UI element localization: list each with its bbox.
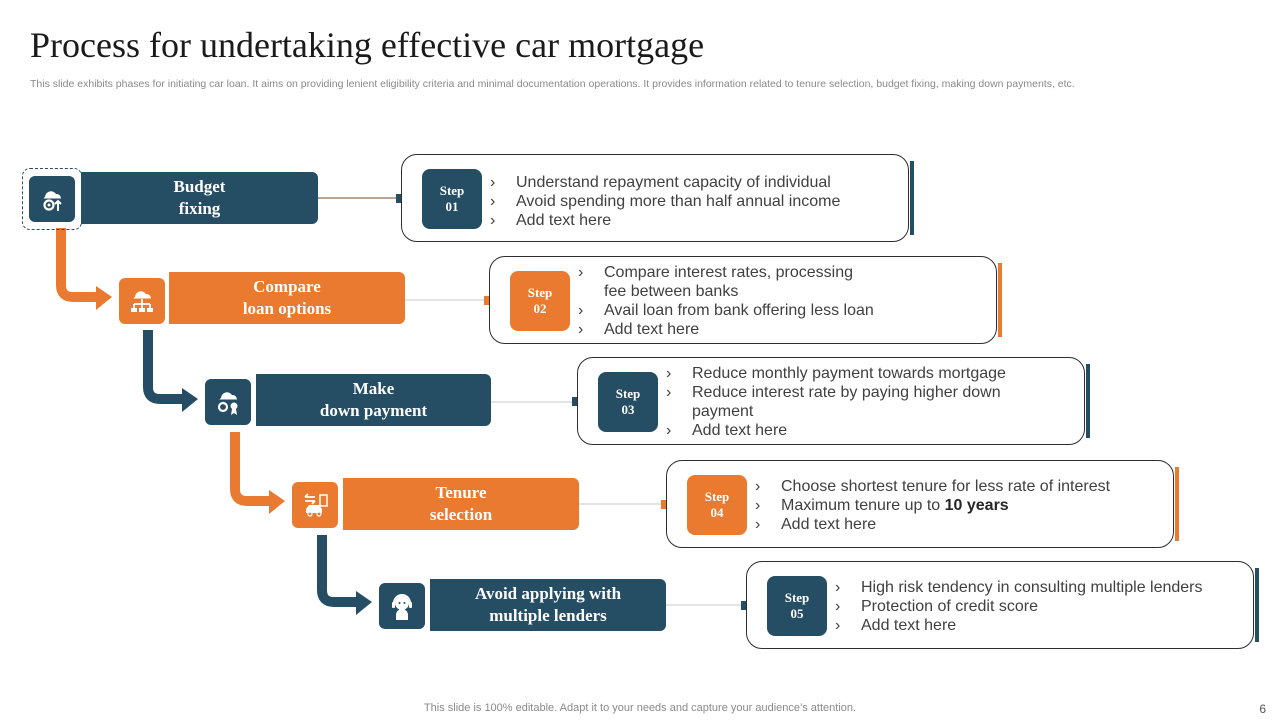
connector-dot [396,194,405,203]
list-item: Add text here [666,421,1026,440]
step4-icon-box [292,482,338,528]
arrow-step3-to-step4 [230,432,271,506]
slide-title: Process for undertaking effective car mo… [30,25,705,65]
connector-dot [572,397,581,406]
step3-icon-box [205,379,251,425]
list-item: Avail loan from bank offering less loan [578,301,878,320]
step3-bullet-list: Reduce monthly payment towards mortgage … [666,364,1026,440]
step2-bullet-list: Compare interest rates, processing fee b… [578,263,878,339]
arrow-step1-to-step2 [56,228,98,302]
step4-bullet-list: Choose shortest tenure for less rate of … [755,477,1110,534]
list-item: Add text here [578,320,878,339]
footer-note: This slide is 100% editable. Adapt it to… [423,702,857,714]
connector-dot [484,296,493,305]
list-item: Add text here [835,616,1203,635]
step1-icon-box [29,176,75,222]
cloud-network-icon [131,291,153,312]
car-transfer-icon [304,493,328,517]
person-headset-icon [392,594,412,620]
list-item: High risk tendency in consulting multipl… [835,578,1203,597]
list-item: Maximum tenure up to 10 years [755,496,1110,515]
list-item: Understand repayment capacity of individ… [490,173,840,192]
gear-cloud-badge-icon [217,392,238,415]
arrow-step4-to-step5 [317,535,358,607]
connector-dot [741,601,750,610]
list-item: Avoid spending more than half annual inc… [490,192,840,211]
list-item: Protection of credit score [835,597,1203,616]
list-item: Add text here [755,515,1110,534]
step5-icon-box [379,583,425,629]
list-item: Reduce interest rate by paying higher do… [666,383,1026,421]
step5-bullet-list: High risk tendency in consulting multipl… [835,578,1203,635]
arrow-step2-to-step3 [143,330,184,404]
list-item: Add text here [490,211,840,230]
page-number: 6 [1259,702,1266,716]
step2-icon-box [119,278,165,324]
gear-cloud-icon [43,191,62,211]
slide-subtitle: This slide exhibits phases for initiatin… [30,78,1075,90]
list-item: Choose shortest tenure for less rate of … [755,477,1110,496]
list-item: Compare interest rates, processing fee b… [578,263,878,301]
list-item: Reduce monthly payment towards mortgage [666,364,1026,383]
step1-bullet-list: Understand repayment capacity of individ… [490,173,840,230]
connector-dot [661,500,670,509]
